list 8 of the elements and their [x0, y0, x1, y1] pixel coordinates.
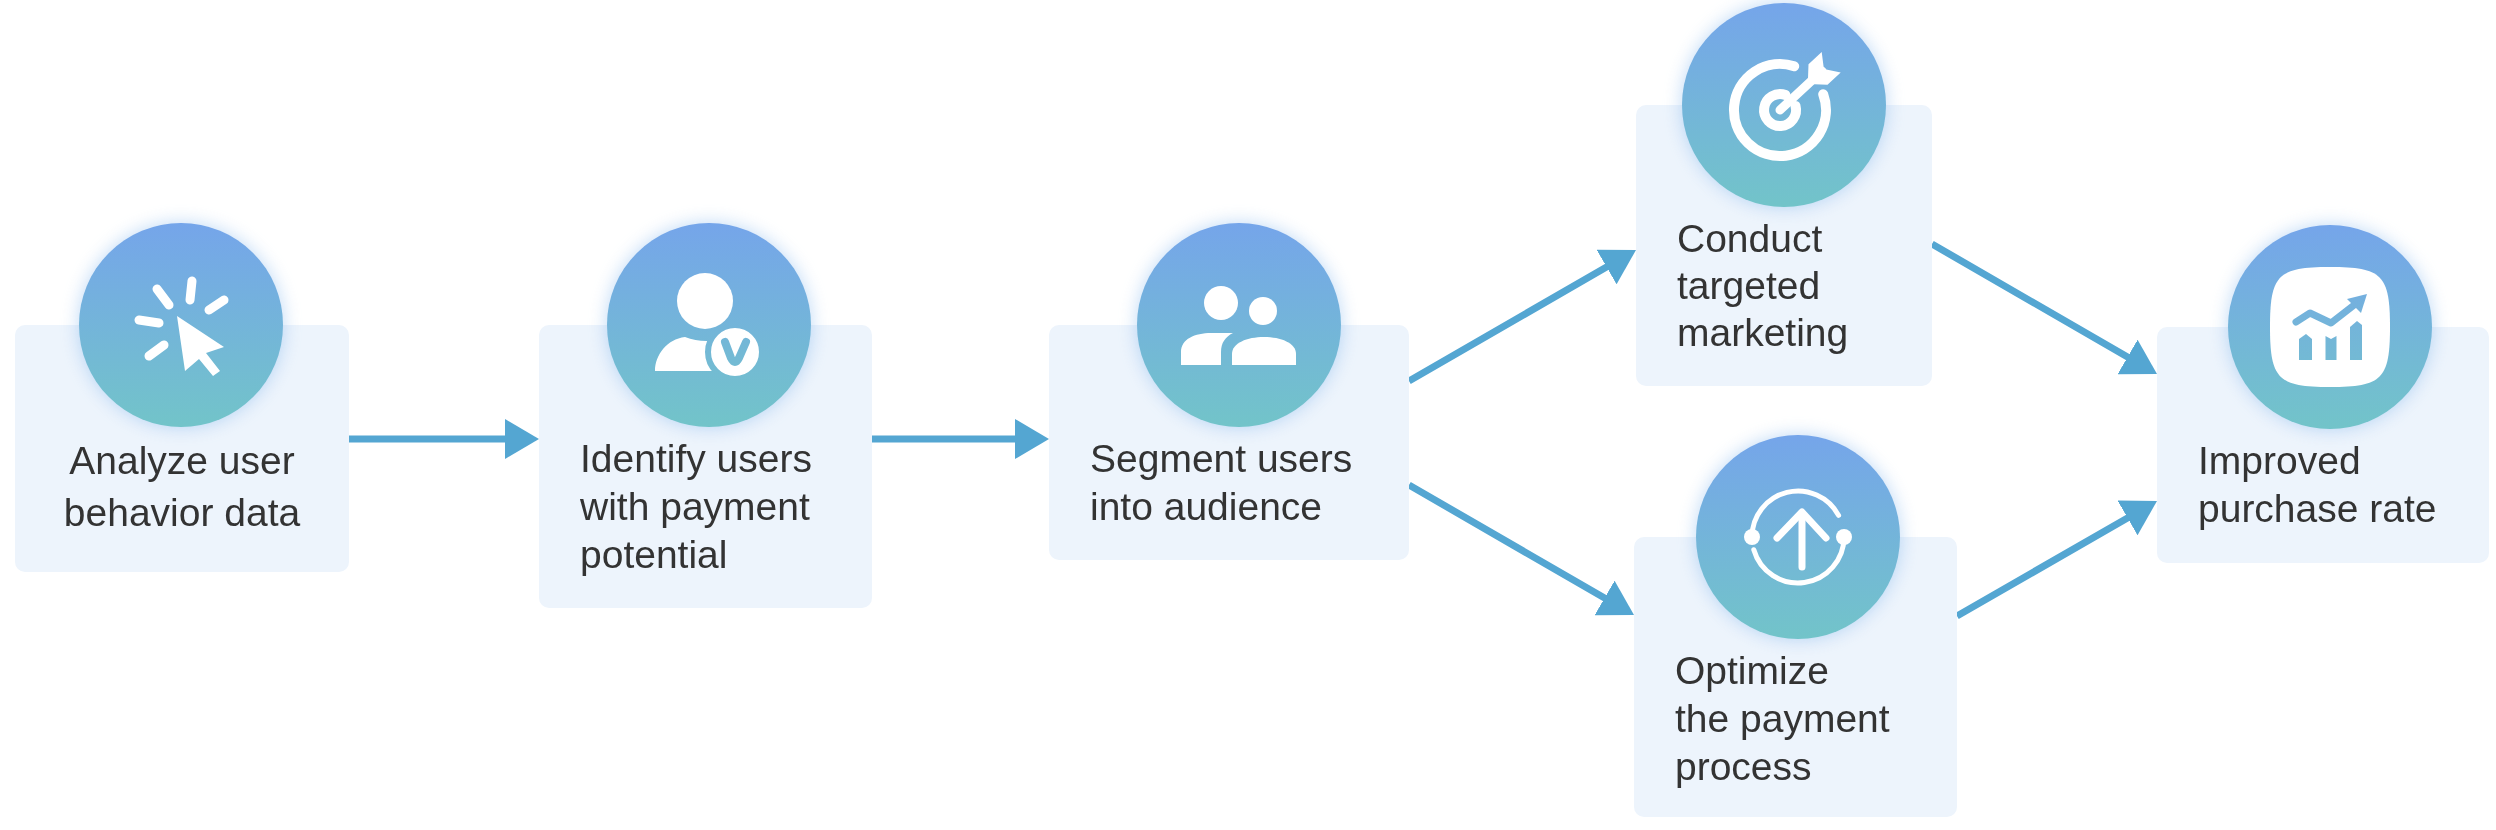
step-label: Analyze user behavior data: [63, 438, 301, 536]
step-label: Optimize the payment process: [1675, 648, 1890, 790]
step-label: Conduct targeted marketing: [1677, 216, 1849, 356]
arrow: [349, 419, 539, 459]
step-label: Identify users with payment potential: [580, 436, 812, 578]
arrow: [872, 419, 1049, 459]
step-label: Improved purchase rate: [2198, 438, 2437, 532]
step-label: Segment users into audience: [1090, 436, 1353, 530]
